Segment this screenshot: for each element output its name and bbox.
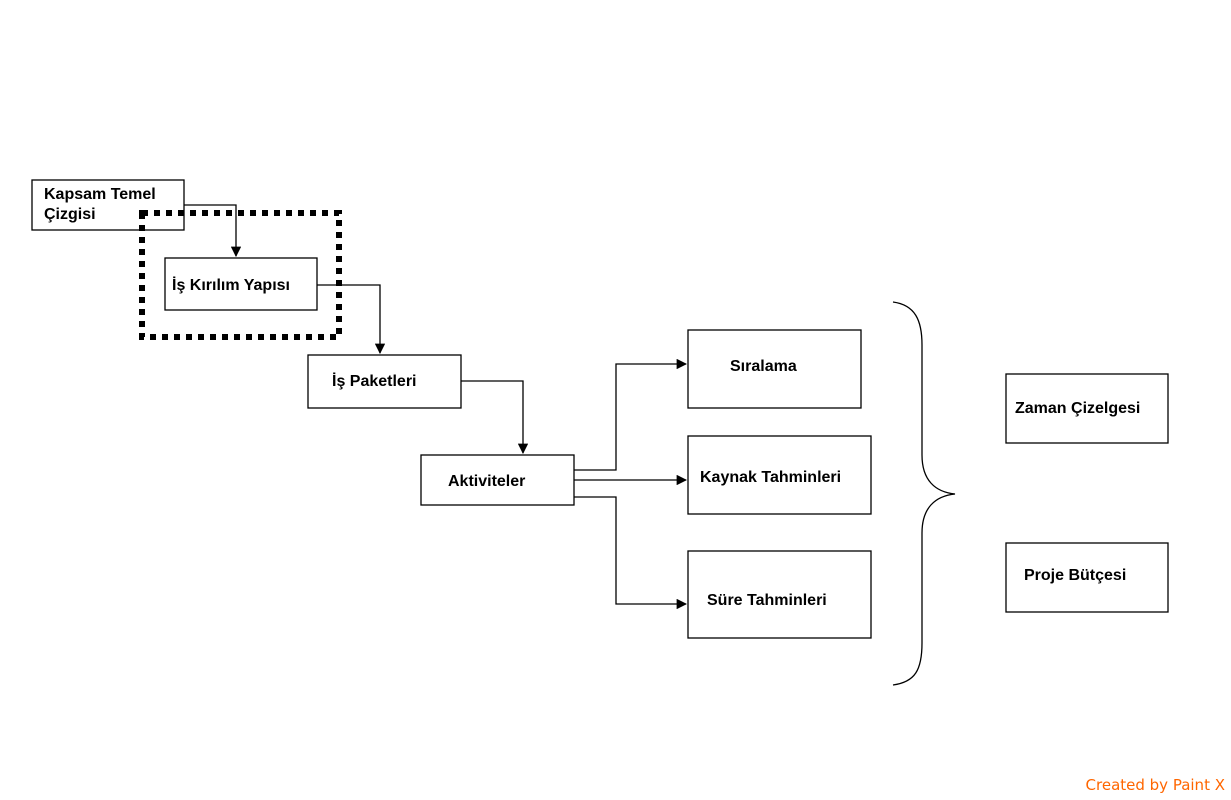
connector-aktiviteler-to-siralama (574, 358, 688, 471)
node-siralama: Sıralama (687, 329, 862, 409)
node-aktiviteler: Aktiviteler (420, 454, 575, 506)
node-butce-label: Proje Bütçesi (1024, 567, 1126, 584)
node-aktiviteler-label: Aktiviteler (448, 473, 525, 490)
node-is-kirilim-label: İş Kırılım Yapısı (172, 276, 290, 294)
connector-aktiviteler-to-sure (574, 496, 688, 610)
node-siralama-label: Sıralama (730, 358, 797, 375)
node-zaman-cizelgesi: Zaman Çizelgesi (1005, 373, 1169, 444)
node-kapsam-label-line1: Kapsam Temel (44, 186, 156, 203)
node-is-paketleri: İş Paketleri (307, 354, 462, 409)
node-kaynak-tahminleri: Kaynak Tahminleri (687, 435, 872, 515)
node-sure-tahminleri: Süre Tahminleri (687, 550, 872, 639)
node-kaynak-label: Kaynak Tahminleri (700, 469, 841, 486)
node-proje-butcesi: Proje Bütçesi (1005, 542, 1169, 613)
dotted-highlight-frame (139, 210, 342, 340)
connector-kapsam-to-kirilim (184, 204, 242, 258)
node-is-kirilim-yapisi: İş Kırılım Yapısı (164, 257, 318, 311)
connector-kirilim-to-paketleri (317, 284, 386, 355)
node-sure-label: Süre Tahminleri (707, 592, 827, 609)
connector-paketleri-to-aktiviteler (461, 380, 529, 455)
watermark-text: Created by Paint X (1085, 776, 1225, 794)
node-kapsam-label-line2: Çizgisi (44, 206, 96, 223)
node-zaman-label: Zaman Çizelgesi (1015, 400, 1140, 417)
node-is-paketleri-label: İş Paketleri (332, 372, 417, 390)
curly-brace (892, 301, 956, 686)
node-kapsam-temel-cizgisi: Kapsam Temel Çizgisi (31, 179, 185, 231)
